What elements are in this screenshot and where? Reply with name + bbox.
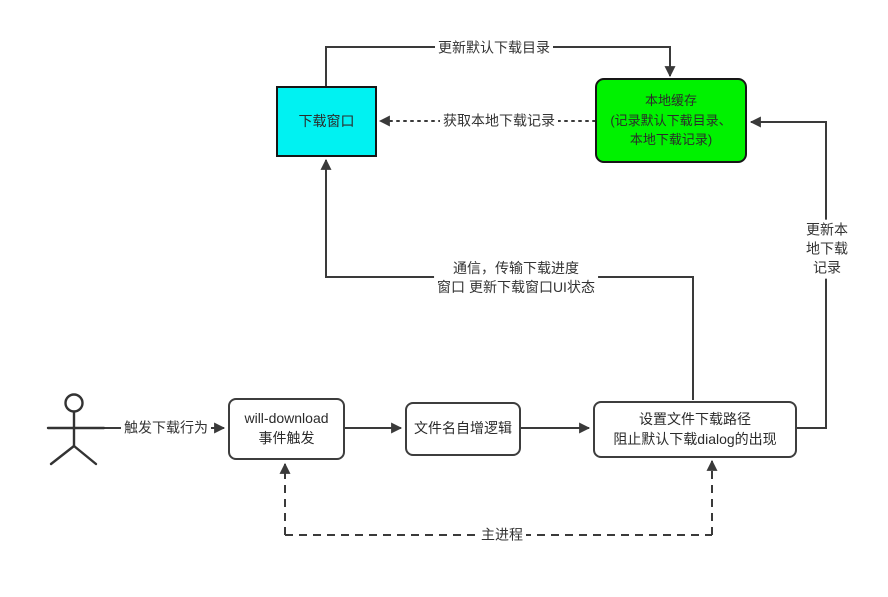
node-set-download-path: 设置文件下载路径 阻止默认下载dialog的出现	[593, 401, 797, 458]
node-local-cache: 本地缓存 (记录默认下载目录、 本地下载记录)	[595, 78, 747, 163]
node-download-window-label: 下载窗口	[298, 112, 355, 129]
edge-label-get-local-records: 获取本地下载记录	[440, 110, 558, 132]
node-download-window: 下载窗口	[276, 86, 377, 157]
actor-head	[64, 393, 84, 413]
node-local-cache-label: 本地缓存 (记录默认下载目录、 本地下载记录)	[610, 93, 732, 148]
node-will-download-label: will-download 事件触发	[244, 410, 329, 446]
edge-label-main-process: 主进程	[478, 524, 526, 546]
node-set-download-path-label: 设置文件下载路径 阻止默认下载dialog的出现	[613, 410, 777, 447]
edge-label-ipc-progress: 通信，传输下载进度 窗口 更新下载窗口UI状态	[434, 258, 598, 298]
edge-label-update-default-dir: 更新默认下载目录	[435, 37, 553, 59]
actor-left-leg	[49, 444, 76, 466]
edge-label-trigger-download: 触发下载行为	[121, 417, 211, 439]
actor-stick-figure	[46, 393, 106, 466]
actor-right-leg	[72, 444, 98, 466]
node-filename-increment: 文件名自增逻辑	[405, 402, 521, 456]
edge-label-update-local-records: 更新本地下载记录	[796, 219, 858, 279]
node-filename-increment-label: 文件名自增逻辑	[414, 420, 512, 437]
node-will-download: will-download 事件触发	[228, 398, 345, 460]
